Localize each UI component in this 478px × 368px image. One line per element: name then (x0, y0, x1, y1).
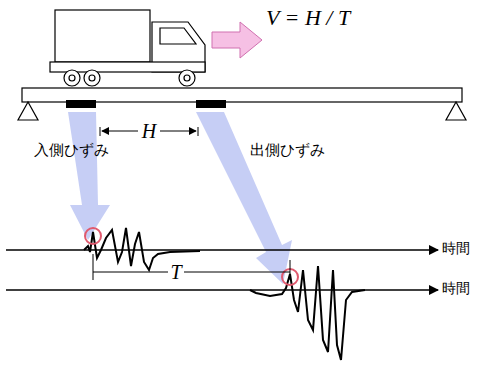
time-axis (6, 289, 438, 290)
strain-gauge (66, 100, 96, 108)
axis-label: 時間 (442, 281, 470, 296)
strain-waveform (250, 266, 365, 360)
dimension-line (93, 272, 290, 273)
support (18, 102, 38, 120)
beam (22, 88, 462, 102)
gauge-label: 入側ひずみ (34, 142, 109, 159)
dimension-line (160, 131, 196, 132)
dimension-line (102, 131, 138, 132)
axis-label: 時間 (442, 241, 470, 256)
gauge-label: 出側ひずみ (250, 142, 325, 159)
dimension-label: H (142, 120, 156, 142)
signal-arrow (196, 112, 292, 284)
dimension-label: T (168, 261, 183, 283)
support (446, 102, 466, 120)
direction-arrow (212, 22, 262, 58)
time-axis (6, 249, 438, 250)
strain-gauge (196, 100, 226, 108)
truck (50, 10, 205, 86)
speed-formula: V = H / T (266, 6, 350, 30)
peak-marker (85, 228, 101, 244)
